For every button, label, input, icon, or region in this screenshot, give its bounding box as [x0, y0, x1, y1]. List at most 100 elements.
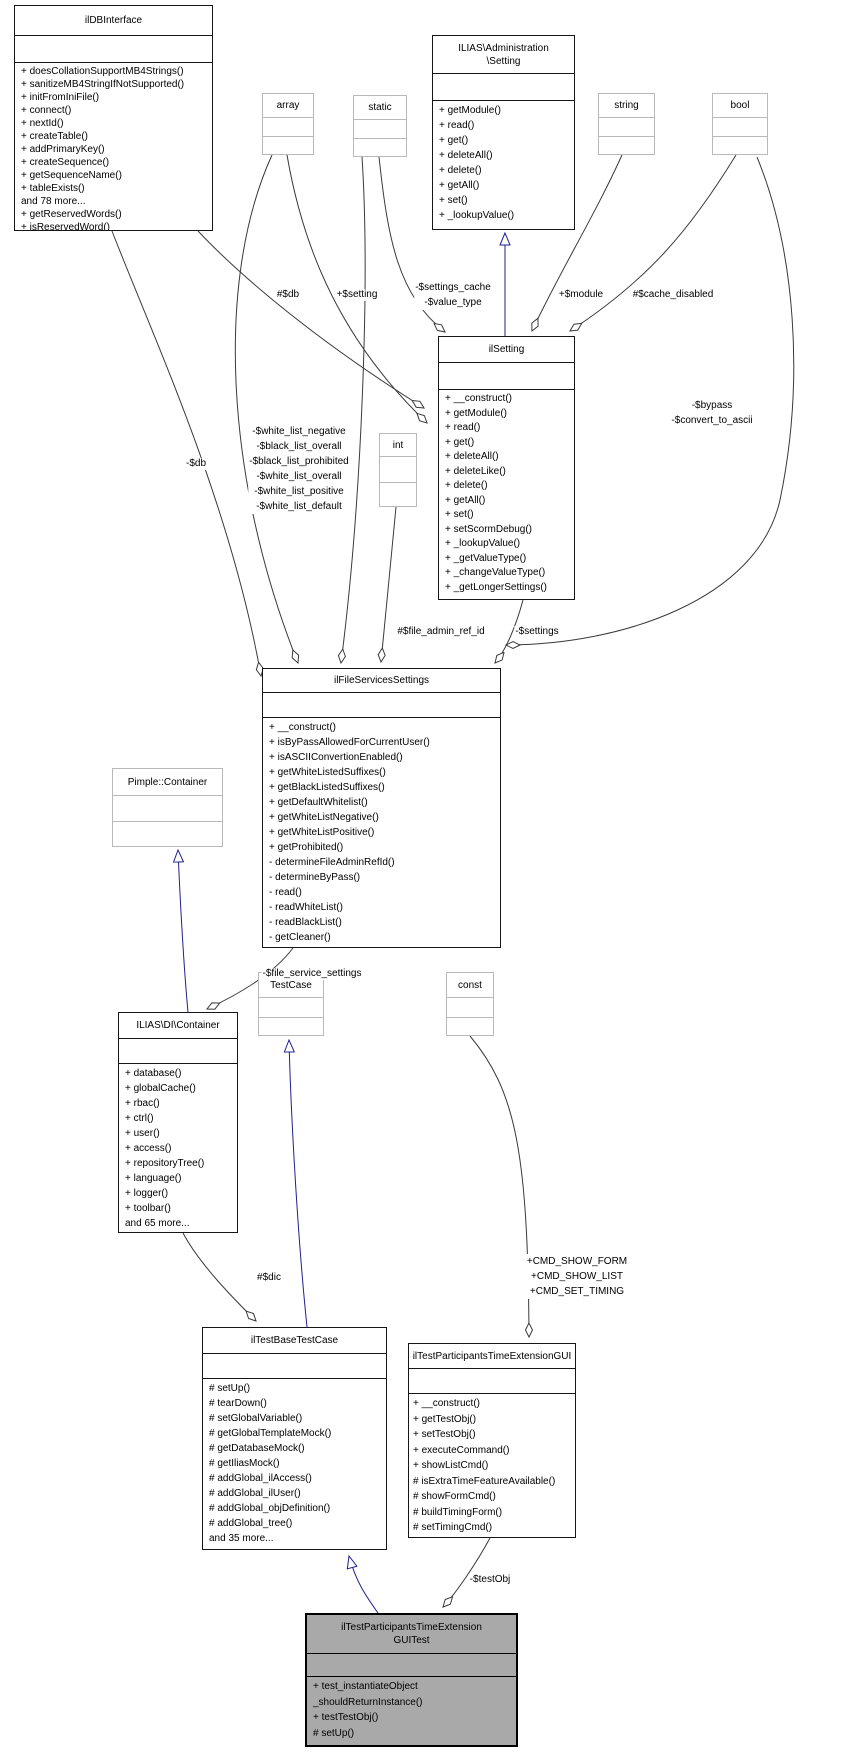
type-node-string: string — [598, 93, 655, 155]
class-title: ilDBInterface — [15, 6, 212, 36]
text-line: + getBlackListedSuffixes() — [269, 782, 385, 793]
class-node-ildbinterface[interactable]: ilDBInterface + doesCollationSupportMB4S… — [14, 5, 213, 231]
class-methods: + database()+ globalCache()+ rbac()+ ctr… — [119, 1064, 237, 1232]
type-node-const: const — [446, 972, 494, 1036]
text-line: + get() — [445, 436, 475, 448]
text-line: ilTestBaseTestCase — [250, 1335, 339, 1346]
edge-label-module: +$module — [557, 289, 605, 301]
text-line: -$white_list_default — [256, 501, 342, 512]
text-line: + toolbar() — [125, 1203, 171, 1214]
edge-fss-to-dicontainer — [207, 947, 294, 1009]
class-node-ilias-di-container[interactable]: ILIAS\DI\Container + database()+ globalC… — [118, 1012, 238, 1233]
edge-label-setting: +$setting — [335, 289, 379, 301]
text-line: -$convert_to_ascii — [671, 415, 753, 426]
type-methods — [263, 137, 313, 154]
text-line: + delete() — [439, 165, 482, 176]
type-title: array — [263, 94, 313, 118]
text-line: static — [368, 102, 392, 113]
type-attributes — [599, 118, 654, 137]
class-title: ilSetting — [439, 337, 574, 363]
text-line: + __construct() — [445, 393, 512, 404]
text-line: # isExtraTimeFeatureAvailable() — [413, 1475, 556, 1487]
text-line: - read() — [269, 887, 302, 898]
text-line: + setTestObj() — [413, 1429, 476, 1440]
text-line: Pimple::Container — [127, 776, 208, 788]
type-title: int — [380, 434, 416, 457]
type-methods — [599, 137, 654, 154]
class-attributes — [259, 998, 323, 1018]
class-title: ILIAS\DI\Container — [119, 1013, 237, 1039]
text-line: + test_instantiateObject — [313, 1681, 418, 1692]
text-line: + sanitizeMB4StringIfNotSupported() — [21, 79, 185, 90]
text-line: ilTestParticipantsTimeExtension — [341, 1622, 482, 1633]
text-line: + deleteLike() — [445, 465, 506, 477]
text-line: # setUp() — [209, 1383, 251, 1394]
class-attributes — [113, 796, 222, 822]
text-line: + getModule() — [445, 407, 507, 419]
text-line: # showFormCmd() — [413, 1491, 496, 1502]
type-attributes — [380, 457, 416, 483]
edge-string-to-ilsetting — [532, 154, 623, 331]
text-line: + user() — [125, 1128, 160, 1139]
text-line: ILIAS\Administration — [458, 42, 549, 54]
text-line: + isByPassAllowedForCurrentUser() — [269, 737, 430, 748]
class-node-ilias-administration-setting[interactable]: ILIAS\Administration\Setting + getModule… — [432, 35, 575, 230]
edge-static-to-fss — [341, 156, 366, 663]
text-line: + __construct() — [413, 1398, 480, 1409]
type-attributes — [447, 998, 493, 1018]
text-line: \Setting — [486, 55, 521, 67]
class-attributes — [15, 36, 212, 63]
class-title: TestCase — [259, 973, 323, 998]
edge-label-file-service-settings: -$file_service_settings — [261, 968, 363, 980]
text-line: + repositoryTree() — [125, 1158, 205, 1169]
edge-guitest-inherits-testbase — [346, 1554, 379, 1614]
type-methods — [447, 1018, 493, 1035]
text-line: array — [276, 100, 300, 111]
class-methods: + test_instantiateObject_shouldReturnIns… — [307, 1677, 516, 1745]
text-line: + isReservedWord() — [21, 222, 111, 230]
text-line: + delete() — [445, 480, 488, 491]
text-line: and 78 more... — [21, 196, 86, 207]
edge-label-settings: -$settings — [514, 626, 560, 638]
text-line: + deleteAll() — [445, 451, 499, 462]
text-line: - getCleaner() — [269, 932, 331, 943]
text-line: + getWhiteListNegative() — [269, 812, 379, 823]
edge-label-bypass: -$bypass-$convert_to_ascii — [670, 398, 754, 428]
type-methods — [380, 483, 416, 506]
text-line: + deleteAll() — [439, 150, 493, 161]
text-line: + getModule() — [439, 105, 501, 116]
edge-testbase-inherits-testcase — [283, 1038, 308, 1328]
edge-label-cmd-constants: +CMD_SHOW_FORM+CMD_SHOW_LIST+CMD_SET_TIM… — [525, 1254, 629, 1299]
edge-bool-to-fss — [506, 156, 795, 645]
class-title: ilTestParticipantsTimeExtensionGUI — [409, 1344, 575, 1369]
class-node-iltestbasetestcase[interactable]: ilTestBaseTestCase # setUp()# tearDown()… — [202, 1327, 387, 1550]
class-attributes — [119, 1039, 237, 1064]
text-line: + read() — [439, 120, 475, 131]
text-line: + addPrimaryKey() — [21, 144, 105, 155]
text-line: + getProhibited() — [269, 842, 344, 853]
edge-static-to-ilsetting — [378, 156, 445, 332]
edge-dicontainer-to-testbase — [182, 1232, 256, 1321]
text-line: # buildTimingForm() — [413, 1506, 503, 1518]
type-title: string — [599, 94, 654, 118]
text-line: + database() — [125, 1068, 182, 1079]
edge-label-dic: #$dic — [256, 1272, 282, 1284]
edge-label-white-black-lists: -$white_list_negative-$black_list_overal… — [248, 424, 350, 514]
text-line: # getDatabaseMock() — [209, 1443, 305, 1454]
class-attributes — [263, 693, 500, 718]
text-line: + nextId() — [21, 118, 64, 129]
edge-label-db-fss: -$db — [184, 458, 208, 470]
type-node-array: array — [262, 93, 314, 155]
text-line: + _lookupValue() — [439, 210, 515, 221]
edge-label-settings-cache: -$settings_cache-$value_type — [414, 280, 492, 310]
class-node-ilsetting[interactable]: ilSetting + __construct() + getModule() + … — [438, 336, 575, 600]
text-line: + logger() — [125, 1188, 169, 1199]
type-attributes — [354, 120, 406, 139]
class-node-ilfileservicessettings[interactable]: ilFileServicesSettings + __construct()+ … — [262, 668, 501, 948]
edge-label-testobj: -$testObj — [468, 1574, 512, 1586]
text-line: + getAll() — [439, 180, 480, 191]
class-node-iltestparticipantstimeextensiongui[interactable]: ilTestParticipantsTimeExtensionGUI + __c… — [408, 1343, 576, 1538]
text-line: + createSequence() — [21, 157, 110, 168]
text-line: string — [614, 100, 639, 111]
text-line: # setTimingCmd() — [413, 1522, 493, 1533]
